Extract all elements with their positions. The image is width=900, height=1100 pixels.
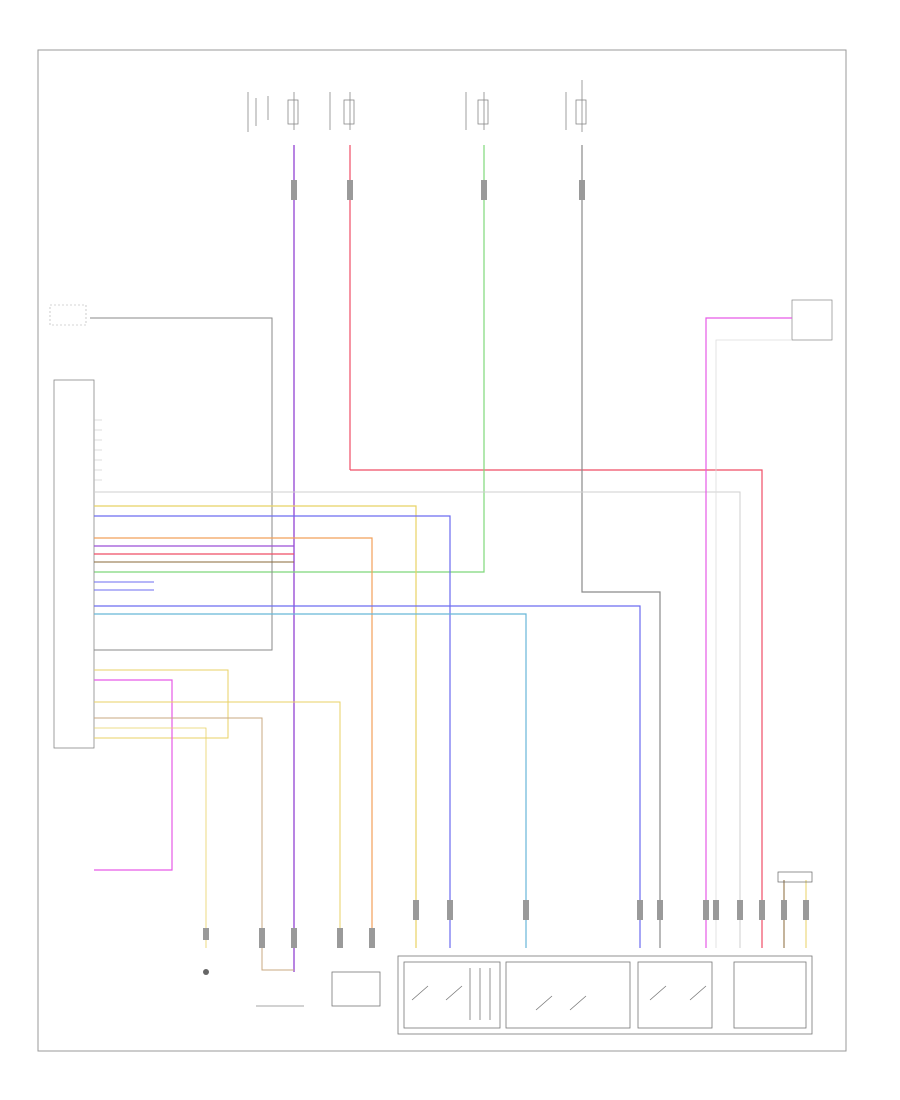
wire-gray-main xyxy=(581,145,661,948)
right-module xyxy=(791,299,833,341)
wire-yellow-1 xyxy=(94,505,417,948)
wire-green-main xyxy=(94,145,485,573)
wire-tan-2 xyxy=(94,717,294,971)
wire-lightgray-top xyxy=(94,491,741,948)
wire-blue-2 xyxy=(94,605,641,948)
wire-pink-left xyxy=(94,679,173,871)
wire-lightblue xyxy=(94,613,527,948)
wire-orange xyxy=(94,537,373,948)
wire-gray-loop xyxy=(90,317,273,651)
main-relay-box xyxy=(397,955,813,1035)
wire-yellow-2 xyxy=(94,669,229,739)
bottom-left-sensor xyxy=(203,969,209,975)
top-right-connector xyxy=(777,871,813,883)
connector-marks xyxy=(203,180,809,948)
left-module-pins xyxy=(94,419,102,481)
left-control-module xyxy=(49,304,95,749)
wire-yellow-3 xyxy=(94,727,207,948)
top-fuse-block-3 xyxy=(465,92,489,130)
wire-blue-1 xyxy=(94,515,451,948)
top-fuse-block-4 xyxy=(565,80,587,132)
top-fuse-block-2 xyxy=(329,92,355,130)
top-fuse-block-1 xyxy=(247,92,299,132)
diagram-frame xyxy=(37,49,847,1052)
wire-lightgray-right xyxy=(715,339,792,948)
wire-pink-right xyxy=(705,317,792,948)
wire-tan-1 xyxy=(94,701,341,948)
wire-red-right xyxy=(350,469,763,948)
right-unit xyxy=(331,971,381,1007)
